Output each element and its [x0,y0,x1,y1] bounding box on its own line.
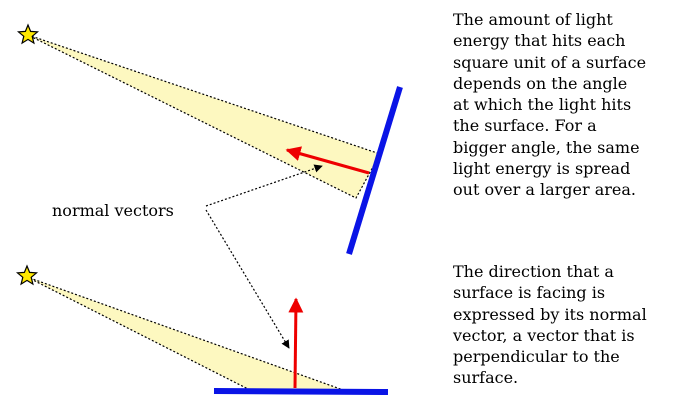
paragraph-line: surface. [453,367,698,388]
paragraph-line: surface is facing is [453,282,698,303]
star-icon [18,266,37,284]
normal-vectors-label: normal vectors [52,201,174,220]
paragraph-line: out over a larger area. [453,179,698,200]
paragraph-line: square unit of a surface [453,52,698,73]
pointer-to-top-normal [206,166,322,206]
paragraph-line: perpendicular to the [453,346,698,367]
paragraph-line: vector, a vector that is [453,325,698,346]
paragraph-line: depends on the angle [453,73,698,94]
star-icon [19,25,38,43]
bottom-normal-vector [295,299,296,388]
paragraph-line: energy that hits each [453,30,698,51]
bottom-light-beam [27,277,346,391]
pointer-to-bottom-normal [206,210,289,348]
paragraph-line: expressed by its normal [453,304,698,325]
paragraph-line: The direction that a [453,261,698,282]
paragraph-line: at which the light hits [453,94,698,115]
bottom-surface [214,391,388,392]
paragraph-line: light energy is spread [453,158,698,179]
paragraph-line: The amount of light [453,9,698,30]
paragraph-line: the surface. For a [453,115,698,136]
top-light-beam [28,35,380,198]
paragraph-line: bigger angle, the same [453,137,698,158]
